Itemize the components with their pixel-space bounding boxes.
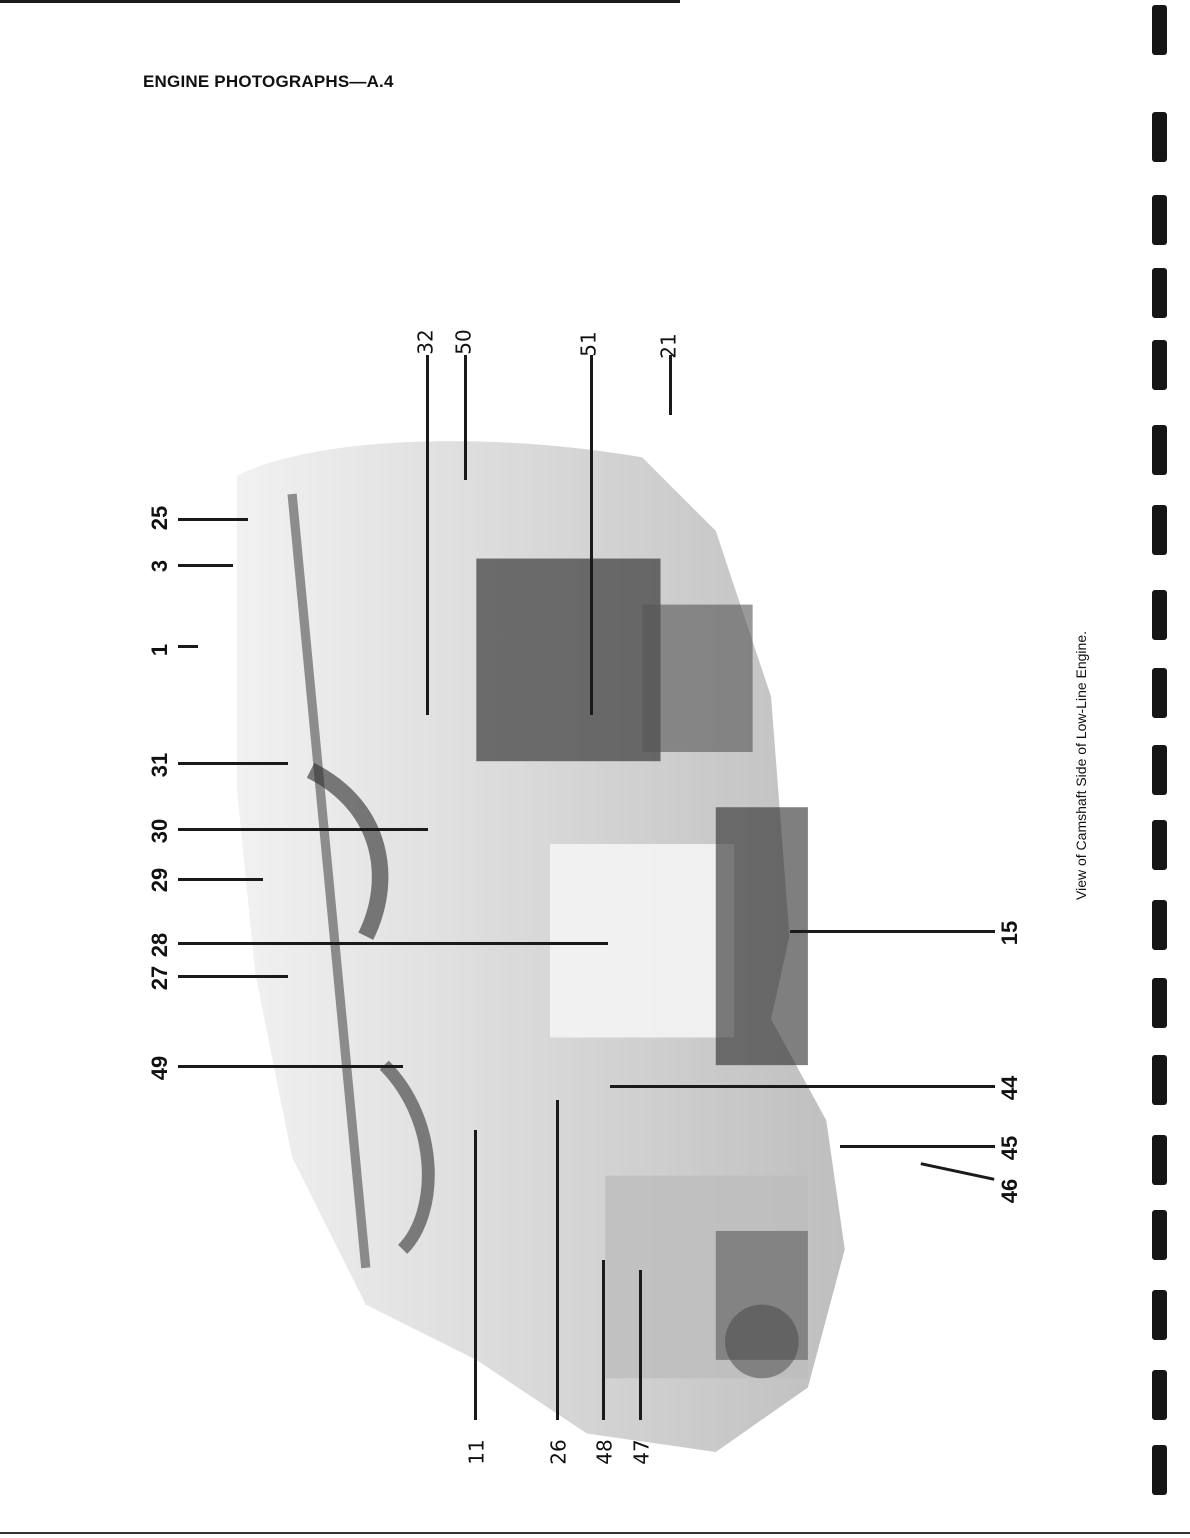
binder-hole-marks [1152,0,1168,1538]
callout-45: 45 [997,1135,1023,1161]
callout-27: 27 [147,965,173,991]
figure-caption: View of Camshaft Side of Low-Line Engine… [1073,630,1089,900]
callout-15: 15 [997,920,1023,946]
top-rule [0,0,680,3]
callout-32: 32 [413,329,438,355]
callout-11: 11 [464,1439,489,1465]
callout-46: 46 [997,1178,1023,1204]
callout-30: 30 [147,818,173,844]
callout-47: 47 [629,1439,654,1465]
bottom-rule [0,1532,1190,1534]
callout-26: 26 [546,1439,571,1465]
callout-1: 1 [147,643,173,657]
callout-29: 29 [147,867,173,893]
callout-25: 25 [147,505,173,531]
engine-photograph [236,441,845,1452]
callout-51: 51 [576,331,601,357]
callout-3: 3 [147,559,173,573]
callout-31: 31 [147,752,173,778]
callout-49: 49 [147,1055,173,1081]
page-title: ENGINE PHOTOGRAPHS—A.4 [143,72,394,91]
callout-44: 44 [997,1075,1023,1101]
callout-48: 48 [592,1439,617,1465]
callout-28: 28 [147,932,173,958]
callout-50: 50 [451,329,476,355]
